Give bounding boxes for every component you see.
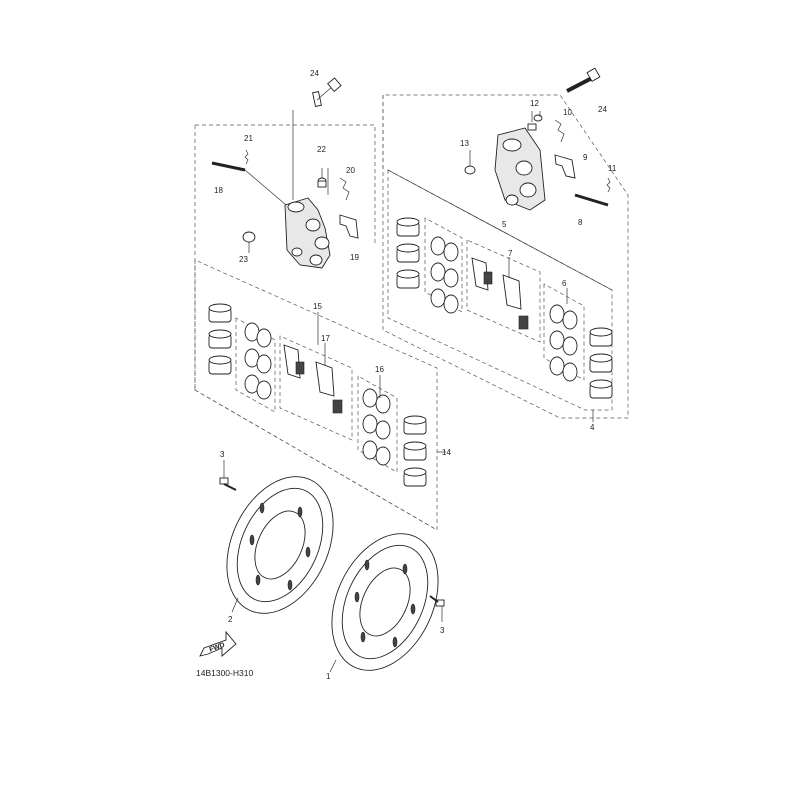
callout-8: 8: [578, 218, 583, 227]
brake-disc-left: [226, 476, 334, 614]
callout-4: 4: [590, 423, 595, 432]
pistons-left-a: [208, 303, 232, 375]
callout-5: 5: [502, 220, 507, 229]
callout-9: 9: [583, 153, 588, 162]
callout-12: 12: [530, 99, 539, 108]
brake-pads-right: [471, 257, 529, 330]
caliper-seal-left: [242, 231, 256, 243]
fwd-arrow-icon: FWD: [199, 630, 237, 657]
callout-13: 13: [460, 139, 469, 148]
bleed-screw-right: [527, 111, 543, 131]
callout-1: 1: [326, 672, 331, 681]
right-caliper-group: [382, 67, 629, 422]
piston-seals-left-a: [244, 322, 272, 400]
callout-18: 18: [214, 186, 223, 195]
caliper-body-right: [494, 127, 546, 211]
brake-disc-right: [331, 533, 439, 671]
left-caliper-group: [194, 77, 446, 531]
pistons-right-b: [589, 327, 613, 399]
caliper-body-left: [284, 197, 331, 269]
pistons-left-b: [403, 415, 427, 487]
callout-6: 6: [562, 279, 567, 288]
pad-pin-left: [211, 161, 293, 211]
caliper-bolt-right: [566, 67, 601, 93]
caliper-seal-right: [464, 165, 476, 175]
caliper-bracket-left: [339, 214, 359, 239]
piston-seals-right-b: [549, 304, 578, 382]
pad-spring-left: [339, 177, 350, 201]
callout-24-left: 24: [310, 69, 319, 78]
callout-11: 11: [608, 164, 617, 173]
callout-20: 20: [346, 166, 355, 175]
pin-clip-right: [606, 177, 611, 193]
callout-16: 16: [375, 365, 384, 374]
callouts: 1 2 3 3 4 5 6 7 8 9 10 11 12 13 14 15 16…: [214, 69, 617, 681]
callout-10: 10: [563, 108, 572, 117]
disc-bolt-left: [219, 460, 237, 491]
callout-7: 7: [508, 249, 513, 258]
piston-seals-left-b: [362, 388, 391, 466]
pin-clip-left: [244, 149, 249, 165]
pad-pin-right: [574, 193, 609, 207]
caliper-bracket-right: [554, 154, 576, 179]
callout-15: 15: [313, 302, 322, 311]
callout-22: 22: [317, 145, 326, 154]
pistons-right-a: [396, 217, 420, 289]
callout-14: 14: [442, 448, 451, 457]
callout-21: 21: [244, 134, 253, 143]
pad-spring-right: [554, 119, 565, 143]
callout-17: 17: [321, 334, 330, 343]
callout-24-right: 24: [598, 105, 607, 114]
piston-seals-right-a: [430, 236, 459, 314]
callout-3-right: 3: [440, 626, 445, 635]
callout-3-left: 3: [220, 450, 225, 459]
bleed-screw-left: [317, 168, 329, 195]
drawing-code: 14B1300-H310: [196, 668, 253, 678]
callout-19: 19: [350, 253, 359, 262]
caliper-bolt-left: [292, 77, 342, 200]
callout-2: 2: [228, 615, 233, 624]
brake-pads-left: [283, 344, 343, 414]
callout-23: 23: [239, 255, 248, 264]
disc-bolt-right: [429, 595, 445, 622]
